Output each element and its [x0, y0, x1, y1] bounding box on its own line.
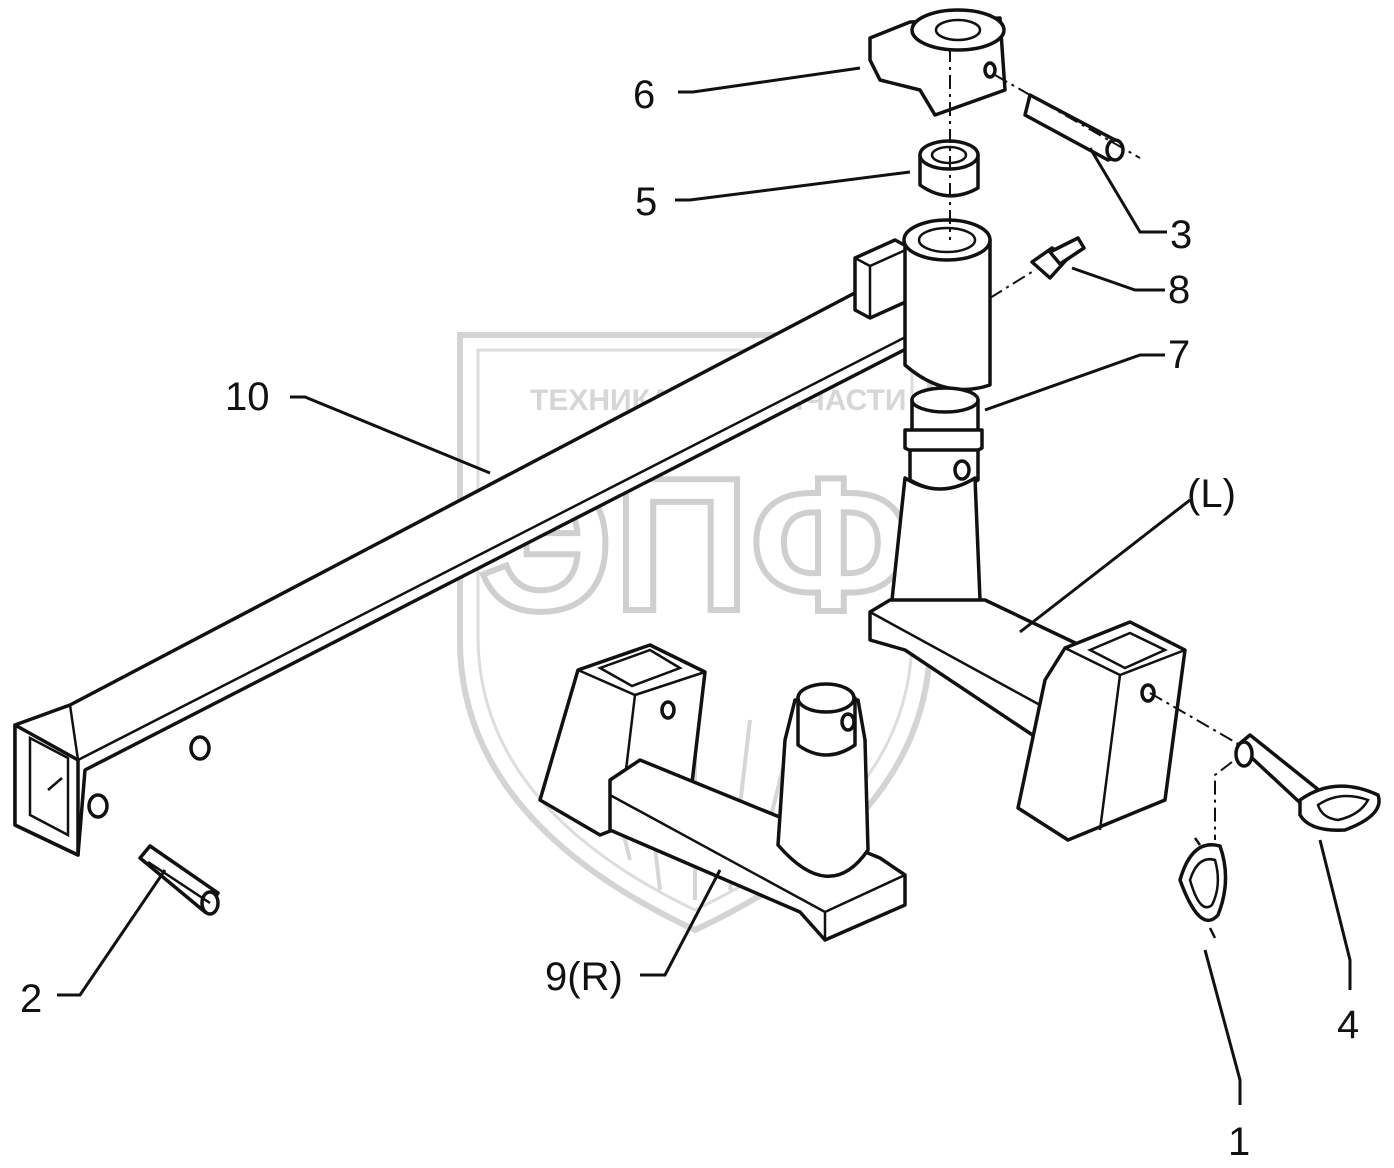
callout-7: 7: [1168, 333, 1190, 377]
part-6-clamp: [868, 8, 1007, 117]
callout-6: 6: [633, 73, 655, 117]
callout-8: 8: [1168, 268, 1190, 312]
part-8-grease-fitting: [1030, 236, 1086, 280]
callout-4: 4: [1337, 1003, 1359, 1047]
callout-2: 2: [20, 977, 42, 1021]
part-3-pin: [1023, 93, 1125, 162]
callout-L: (L): [1187, 472, 1236, 516]
part-2-roll-pin: [138, 844, 220, 916]
callout-1: 1: [1228, 1120, 1250, 1164]
callout-10: 10: [225, 375, 270, 419]
part-1-snap-ring: [1178, 837, 1228, 939]
part-7-shaft: [890, 386, 984, 627]
callout-3: 3: [1170, 213, 1192, 257]
watermark-shield-inner: [476, 348, 914, 912]
part-4-locking-pin: [1234, 733, 1381, 832]
axis-lines: [949, 48, 1241, 840]
callout-labels: 6 5 3 8 7 10 (L) 9(R) 2 4 1: [20, 73, 1359, 1164]
watermark-shield: [457, 332, 933, 934]
part-10-arm: [13, 218, 992, 857]
part-L-bracket: [868, 598, 1187, 842]
leader-lines: [57, 66, 1352, 1105]
callout-9R: 9(R): [545, 955, 623, 999]
callout-5: 5: [635, 180, 657, 224]
part-9R-bracket: [538, 643, 907, 942]
